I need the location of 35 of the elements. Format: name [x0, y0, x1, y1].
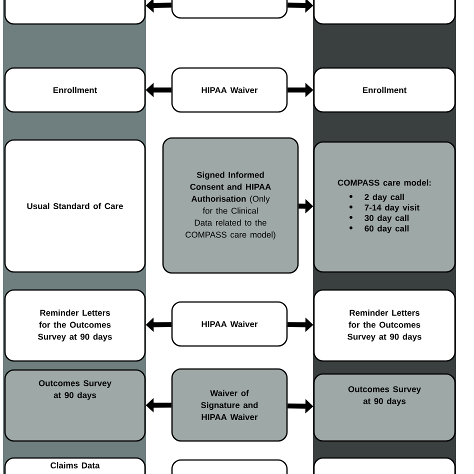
node-label: HIPAA Waiver: [202, 320, 258, 328]
node-label: Enrollment: [362, 86, 407, 94]
node-label: Outcomes Survey at 90 days: [38, 380, 112, 400]
process-box: [4, 369, 146, 442]
node-label: Signed Informed Consent and HIPAA Authorisation (Only for the Clinical Data related to the COMPASS care model): [186, 172, 276, 240]
process-box: [313, 0, 456, 25]
node-label: 7-14 day visit: [364, 204, 420, 212]
process-box: [4, 457, 146, 474]
node-label: Outcomes Survey at 90 days: [348, 386, 421, 406]
process-box: [171, 301, 288, 347]
process-box: [4, 0, 146, 25]
node-label: HIPAA Waiver: [202, 86, 258, 94]
process-box: [171, 67, 288, 113]
process-box: [4, 139, 146, 273]
node-label: 2 day call: [364, 194, 404, 202]
node-label: Enrollment: [53, 86, 98, 94]
node-label: 60 day call: [364, 225, 409, 234]
process-box: [313, 141, 456, 273]
node-label: COMPASS care model:: [338, 179, 431, 186]
node-label: Reminder Letters for the Outcomes Survey at 90 days: [348, 310, 422, 342]
node-label: Waiver of Signature and HIPAA Waiver: [201, 390, 258, 420]
process-box: [313, 289, 456, 362]
node-label: 30 day call: [364, 214, 409, 223]
node-label: Claims Data: [50, 462, 100, 468]
node-label: Usual Standard of Care: [27, 202, 123, 210]
process-box: [171, 368, 288, 442]
process-box: [4, 67, 146, 113]
process-box: [162, 137, 299, 274]
process-box: [313, 373, 456, 442]
process-box: [171, 0, 288, 19]
node-label: Reminder Letters for the Outcomes Survey at 90 days: [38, 310, 112, 342]
process-box: [313, 457, 456, 474]
process-box: [313, 67, 456, 113]
process-box: [171, 459, 288, 474]
process-box: [4, 289, 146, 362]
